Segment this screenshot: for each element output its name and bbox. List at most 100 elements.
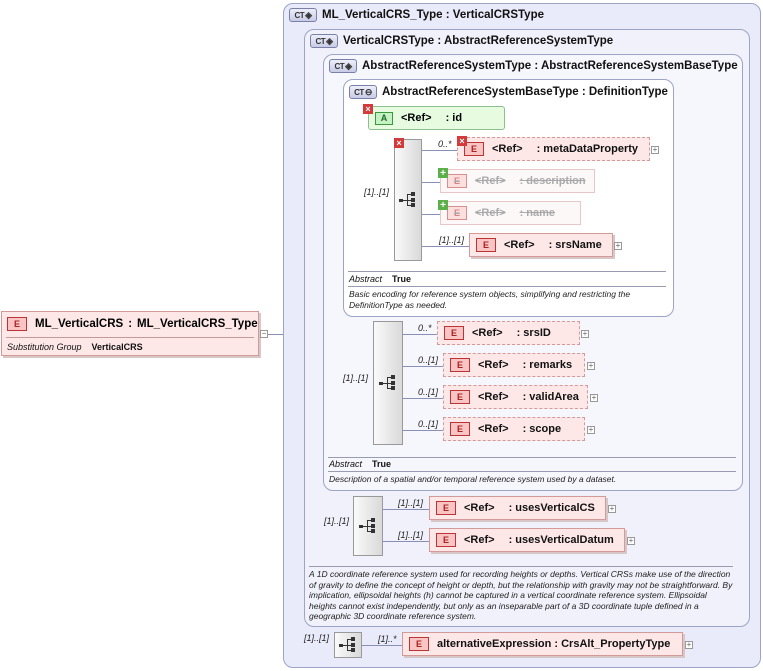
- ct4-title: AbstractReferenceSystemBaseType : Defini…: [382, 86, 668, 98]
- expand-toggle-metadataproperty[interactable]: +: [651, 145, 659, 154]
- ct2-header: CT◈ VerticalCRSType : AbstractReferenceS…: [310, 34, 613, 48]
- root-element-divider: [6, 337, 254, 338]
- complex-type-icon: CT⊖: [349, 85, 377, 99]
- added-plus-icon: +: [438, 168, 448, 179]
- element-icon: E: [447, 206, 467, 220]
- expand-toggle-usesverticaldatum[interactable]: +: [627, 536, 635, 545]
- usesverticalcs-multiplicity: [1]..[1]: [398, 498, 424, 508]
- usesverticaldatum-name: : usesVerticalDatum: [508, 534, 614, 546]
- expand-toggle-remarks[interactable]: +: [587, 361, 595, 370]
- remarks-multiplicity: 0..[1]: [418, 355, 439, 365]
- connector-srsname: [422, 246, 470, 247]
- element-metadataproperty[interactable]: E <Ref> : metaDataProperty: [457, 137, 650, 161]
- ct1-sequence-multiplicity: [1]..[1]: [304, 633, 330, 643]
- scope-name: : scope: [522, 423, 562, 435]
- srsid-ref: <Ref>: [472, 327, 503, 339]
- root-element-separator: :: [128, 318, 133, 330]
- ct2-title: VerticalCRSType : AbstractReferenceSyste…: [343, 35, 614, 47]
- attribute-id-name: : id: [445, 112, 463, 124]
- ct2-documentation: A 1D coordinate reference system used fo…: [309, 569, 733, 621]
- collapse-toggle-root[interactable]: −: [260, 329, 268, 338]
- scope-multiplicity: 0..[1]: [418, 419, 439, 429]
- metadataproperty-name: : metaDataProperty: [536, 143, 639, 155]
- complex-type-icon: CT◈: [310, 34, 338, 48]
- element-icon: E: [447, 174, 467, 188]
- sequence-icon: [379, 375, 395, 390]
- ct1-title: ML_VerticalCRS_Type : VerticalCRSType: [322, 9, 544, 21]
- prohibited-x-icon: ×: [363, 104, 373, 114]
- expand-toggle-srsid[interactable]: +: [581, 329, 589, 338]
- prohibited-x-icon: ×: [457, 136, 467, 146]
- remarks-ref: <Ref>: [478, 359, 509, 371]
- usesverticaldatum-ref: <Ref>: [464, 534, 495, 546]
- attribute-id[interactable]: A <Ref> : id: [368, 106, 505, 130]
- connector-usesverticalcs: [383, 509, 429, 510]
- expand-toggle-usesverticalcs[interactable]: +: [608, 504, 616, 513]
- sequence-icon: [339, 637, 355, 652]
- element-icon: E: [409, 637, 429, 651]
- ct2-sequence-compositor[interactable]: [353, 496, 383, 556]
- root-element-type: ML_VerticalCRS_Type: [137, 318, 258, 330]
- ct4-sequence-compositor[interactable]: [394, 139, 422, 261]
- connector-description: [422, 182, 440, 183]
- ct2-separator: [309, 566, 733, 567]
- usesverticalcs-ref: <Ref>: [464, 502, 495, 514]
- validarea-ref: <Ref>: [478, 391, 509, 403]
- root-element-header: E ML_VerticalCRS : ML_VerticalCRS_Type: [7, 317, 258, 331]
- expand-toggle-srsname[interactable]: +: [614, 241, 622, 250]
- ct2-sequence-multiplicity: [1]..[1]: [324, 516, 350, 526]
- element-icon: E: [450, 422, 470, 436]
- element-remarks[interactable]: E <Ref> : remarks: [443, 353, 585, 377]
- element-alternativeexpression[interactable]: E alternativeExpression : CrsAlt_Propert…: [402, 632, 683, 656]
- connector-name: [422, 214, 440, 215]
- expand-toggle-validarea[interactable]: +: [590, 393, 598, 402]
- connector-usesverticaldatum: [383, 541, 429, 542]
- metadataproperty-ref: <Ref>: [492, 143, 523, 155]
- usesverticalcs-name: : usesVerticalCS: [508, 502, 595, 514]
- element-usesverticalcs[interactable]: E <Ref> : usesVerticalCS: [429, 496, 606, 520]
- srsname-ref: <Ref>: [504, 239, 535, 251]
- srsname-multiplicity: [1]..[1]: [439, 235, 465, 245]
- ct1-sequence-compositor[interactable]: [334, 632, 362, 658]
- root-element-name: ML_VerticalCRS: [35, 318, 124, 330]
- ct4-separator-bottom: [348, 286, 666, 287]
- ct4-documentation: Basic encoding for reference system obje…: [349, 289, 631, 310]
- scope-ref: <Ref>: [478, 423, 509, 435]
- element-validarea[interactable]: E <Ref> : validArea: [443, 385, 588, 409]
- srsid-name: : srsID: [516, 327, 551, 339]
- root-element-ml-verticalcrs[interactable]: E ML_VerticalCRS : ML_VerticalCRS_Type S…: [1, 311, 259, 356]
- expand-toggle-scope[interactable]: +: [587, 425, 595, 434]
- validarea-multiplicity: 0..[1]: [418, 387, 439, 397]
- element-description[interactable]: E <Ref> : description: [440, 169, 595, 193]
- element-scope[interactable]: E <Ref> : scope: [443, 417, 585, 441]
- element-srsname[interactable]: E <Ref> : srsName: [469, 233, 613, 257]
- description-ref: <Ref>: [475, 175, 506, 187]
- usesverticaldatum-multiplicity: [1]..[1]: [398, 530, 424, 540]
- alternativeexpression-multiplicity: [1]..*: [378, 634, 397, 644]
- complex-type-icon: CT◈: [329, 59, 357, 73]
- element-icon: E: [450, 358, 470, 372]
- ct3-documentation: Description of a spatial and/or temporal…: [329, 474, 617, 484]
- remarks-name: : remarks: [522, 359, 573, 371]
- srsname-name: : srsName: [548, 239, 602, 251]
- expand-toggle-alternativeexpression[interactable]: +: [685, 640, 693, 649]
- name-ref: <Ref>: [475, 207, 506, 219]
- element-name[interactable]: E <Ref> : name: [440, 201, 581, 225]
- ct3-separator-bottom: [328, 471, 736, 472]
- element-icon: E: [444, 326, 464, 340]
- name-name: : name: [519, 207, 556, 219]
- ct3-header: CT◈ AbstractReferenceSystemType : Abstra…: [329, 59, 738, 73]
- added-plus-icon: +: [438, 200, 448, 211]
- element-usesverticaldatum[interactable]: E <Ref> : usesVerticalDatum: [429, 528, 625, 552]
- prohibited-x-icon: ×: [394, 138, 404, 148]
- ct3-sequence-multiplicity: [1]..[1]: [343, 373, 369, 383]
- ct3-sequence-compositor[interactable]: [373, 321, 403, 445]
- element-icon: E: [450, 390, 470, 404]
- element-srsid[interactable]: E <Ref> : srsID: [437, 321, 580, 345]
- connector-alternativeexpression: [362, 645, 402, 646]
- ct4-separator-top: [348, 271, 666, 272]
- ct4-sequence-multiplicity: [1]..[1]: [364, 187, 390, 197]
- alternativeexpression-name: alternativeExpression : CrsAlt_PropertyT…: [437, 638, 671, 650]
- sequence-icon: [359, 518, 375, 533]
